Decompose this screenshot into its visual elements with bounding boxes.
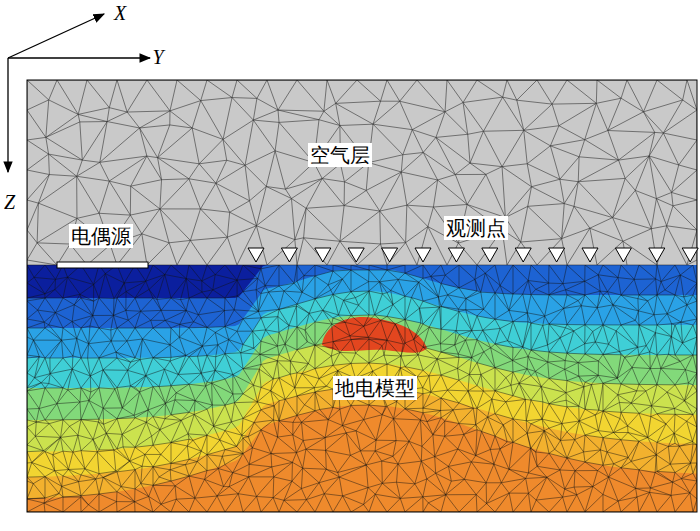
receiver-symbol [448, 248, 464, 262]
dipole-source [57, 262, 148, 268]
region-label: 地电模型 [333, 376, 417, 400]
region-band: 地电模型 [27, 265, 697, 512]
receiver-symbol [682, 248, 698, 262]
axis-arrow [8, 57, 150, 58]
receiver-symbol [315, 248, 331, 262]
earth-layer [27, 265, 697, 499]
air-mesh [27, 80, 697, 265]
axis-label: X [112, 1, 128, 25]
axis-label: Z [2, 190, 17, 214]
receiver-symbol [649, 248, 665, 262]
axis-arrow [7, 58, 8, 172]
model-frame [27, 80, 697, 512]
region-label: 空气层 [308, 143, 372, 167]
earth-layer [27, 265, 697, 512]
annotation-label: 电偶源 [69, 224, 133, 248]
axis-arrow [8, 14, 104, 58]
receiver-symbol [549, 248, 565, 262]
receiver-symbol [415, 248, 431, 262]
air-region [27, 80, 697, 265]
air-fill [27, 80, 697, 265]
receiver-symbol [348, 248, 364, 262]
earth-region [27, 265, 697, 512]
symbols [8, 14, 698, 512]
earth-layer [27, 265, 697, 452]
receiver-symbol [248, 248, 264, 262]
receiver-symbol [515, 248, 531, 262]
earth-mesh [27, 265, 697, 512]
receiver-symbol [582, 248, 598, 262]
axis-label: Y [150, 45, 165, 69]
receiver-symbol [615, 248, 631, 262]
receiver-symbol [281, 248, 297, 262]
receiver-symbol [482, 248, 498, 262]
annotation-label: 观测点 [444, 216, 508, 240]
receiver-symbol [382, 248, 398, 262]
earth-layer [27, 265, 697, 388]
